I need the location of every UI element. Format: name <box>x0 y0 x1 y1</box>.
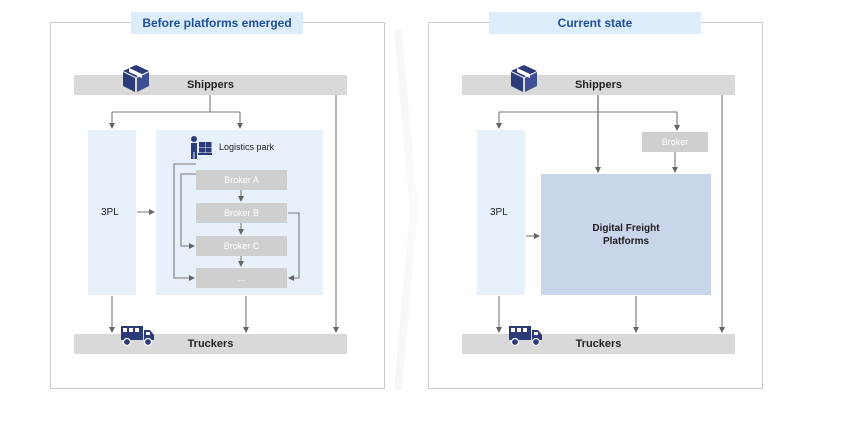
broker-a: Broker A <box>196 170 287 190</box>
package-icon <box>123 65 149 92</box>
broker-more: ... <box>196 268 287 288</box>
tpl-label-before: 3PL <box>101 207 119 218</box>
tpl-box-current <box>477 130 525 295</box>
panel-title-before: Before platforms emerged <box>131 12 303 34</box>
tpl-label-current: 3PL <box>490 207 508 218</box>
logistics-park-label: Logistics park <box>219 142 275 152</box>
warehouse-worker-icon <box>191 136 212 159</box>
broker-c: Broker C <box>196 236 287 256</box>
broker-b: Broker B <box>196 203 287 223</box>
tpl-box-before <box>88 130 136 295</box>
panel-title-current: Current state <box>489 12 701 34</box>
truck-icon <box>509 326 542 347</box>
truck-icon <box>121 326 154 347</box>
platform-label: Digital Freight Platforms <box>592 222 660 247</box>
broker-current: Broker <box>642 132 708 152</box>
digital-freight-platforms: Digital Freight Platforms <box>541 174 711 295</box>
transition-chevron <box>394 30 418 390</box>
package-icon <box>511 65 537 92</box>
